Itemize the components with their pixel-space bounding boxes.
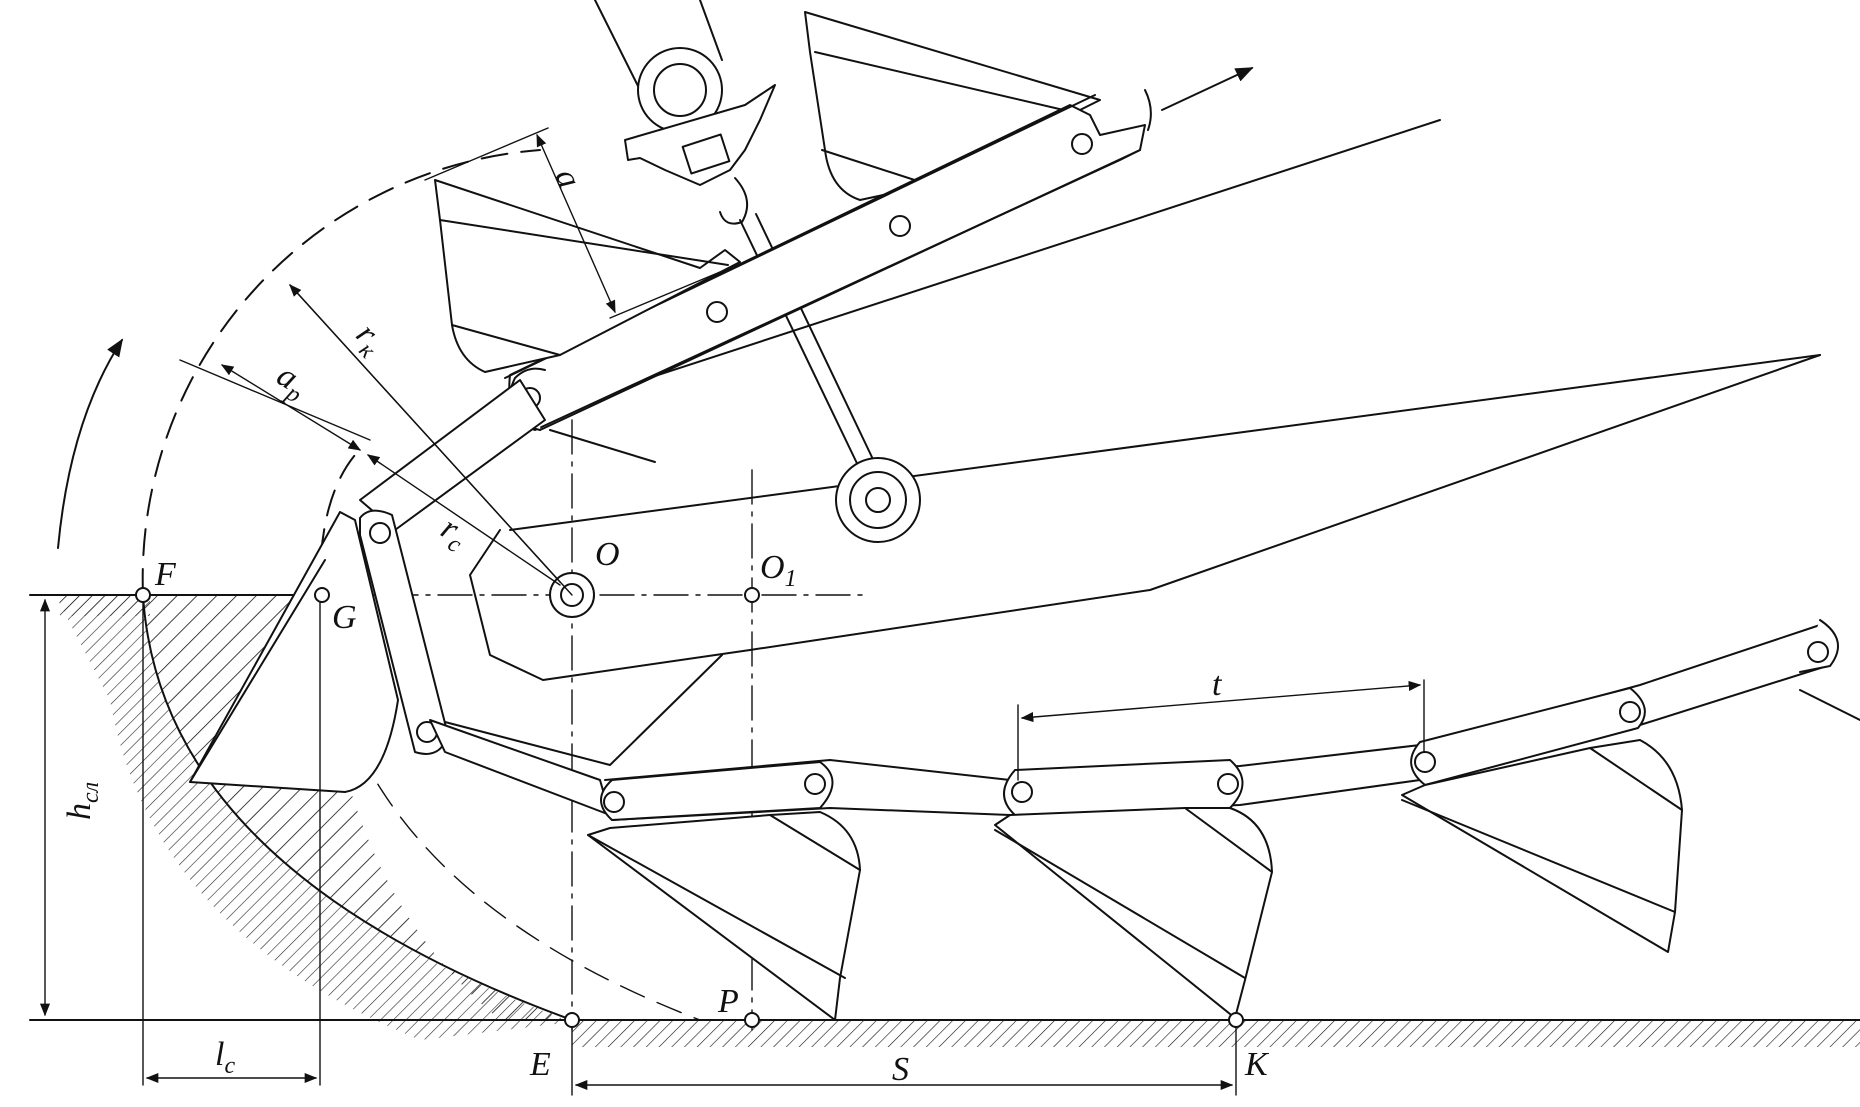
bucket-top-right-lip — [814, 51, 1086, 116]
boom-upper-line — [509, 354, 1821, 531]
points — [135, 587, 1244, 1028]
rope-right — [699, 0, 723, 61]
bucket-upper-left-inner — [451, 324, 561, 356]
upper-pin-2 — [706, 301, 728, 323]
label-O1: O1 — [760, 549, 797, 592]
point-O1 — [744, 587, 760, 603]
label-O: O — [595, 536, 620, 573]
radius-rk-arrow — [289, 284, 561, 583]
lower-pin-6 — [1619, 701, 1641, 723]
label-hsl: hсл — [61, 782, 104, 820]
suspension-rod — [594, 0, 921, 543]
boom-lower-outline — [469, 354, 1821, 681]
soil-left-hatch — [55, 595, 572, 1040]
label-O1-sub: 1 — [785, 566, 797, 592]
lower-pin-4 — [1217, 773, 1239, 795]
lower-chain — [600, 619, 1860, 821]
face-curve — [142, 594, 573, 1021]
lower-bucket-1-inner — [769, 814, 861, 871]
lower-bucket-2-inner — [1184, 807, 1273, 873]
lower-bucket-3-lip — [1401, 799, 1676, 913]
hook — [719, 177, 749, 225]
lower-chain-end — [1799, 689, 1860, 721]
label-rk: rк — [344, 316, 392, 364]
label-lc: lc — [215, 1036, 235, 1079]
hook-bracket — [624, 84, 776, 186]
upper-chain-bot — [539, 149, 1141, 431]
bucket-digging-edge — [189, 559, 326, 783]
rope-left — [594, 0, 641, 91]
lower-link-3 — [1410, 687, 1646, 786]
lower-chain-band-top — [604, 624, 1821, 781]
a-dim — [536, 133, 616, 314]
link-upper-diag — [359, 379, 546, 531]
t-dim — [1020, 680, 1422, 723]
label-rc: rc — [432, 509, 474, 558]
lower-pin-3 — [1011, 781, 1033, 803]
ap-ext-line — [179, 359, 371, 441]
lower-pin-7 — [1807, 641, 1829, 663]
label-S: S — [892, 1051, 909, 1088]
point-K — [1228, 1012, 1244, 1028]
label-O1-main: O — [760, 549, 785, 586]
lower-pin-2 — [804, 773, 826, 795]
rod-eye-inner — [865, 487, 891, 513]
bucket-top-right-inner — [821, 149, 931, 186]
label-hsl-sub: сл — [78, 782, 104, 803]
lower-link-2 — [1003, 759, 1244, 816]
label-G: G — [332, 599, 357, 636]
pin-left-top — [369, 522, 391, 544]
point-P — [744, 1012, 760, 1028]
upper-pin-4 — [1071, 133, 1093, 155]
lower-buckets — [587, 739, 1683, 1021]
top-surface-hatch — [60, 596, 150, 616]
label-a: a — [547, 163, 588, 194]
label-lc-main: l — [215, 1036, 224, 1073]
bucket-digging — [189, 511, 399, 793]
boom-lower-plate — [444, 654, 723, 766]
label-P: P — [717, 983, 739, 1020]
upper-pin-3 — [889, 215, 911, 237]
lower-link-1 — [600, 761, 834, 821]
lower-bucket-3-inner — [1589, 747, 1683, 811]
point-E — [564, 1012, 580, 1028]
sheave-inner — [653, 63, 707, 117]
hook-block — [681, 133, 731, 175]
lower-bucket-1-lip — [587, 834, 846, 979]
link-lower-diag — [429, 719, 611, 816]
outer-dashed-arc — [141, 149, 541, 596]
label-F: F — [154, 556, 177, 593]
chain-motion-arrow — [1161, 67, 1254, 111]
chain-end-cut — [1144, 89, 1152, 131]
bottom-dashed-arc — [319, 594, 701, 1021]
a-ext-bot — [609, 271, 721, 319]
label-t: t — [1212, 666, 1223, 703]
boom-inner-plate — [549, 429, 656, 463]
dimensions — [39, 127, 1425, 1096]
label-K: K — [1244, 1046, 1270, 1083]
ground-hatch — [572, 1021, 1860, 1047]
boom-frame — [444, 119, 1821, 766]
lower-bucket-2-lip — [994, 829, 1246, 979]
bucket-digging-body — [189, 511, 399, 793]
label-ap: ap — [267, 357, 314, 409]
label-lc-sub: c — [224, 1053, 235, 1079]
label-E: E — [529, 1046, 551, 1083]
radius-rc-line — [366, 454, 561, 586]
a-ext-top — [424, 127, 549, 181]
lower-pin-5 — [1414, 751, 1436, 773]
left-chain — [359, 379, 611, 816]
lower-pin-1 — [603, 791, 625, 813]
point-F — [135, 587, 151, 603]
point-G — [314, 587, 330, 603]
rotation-arrow — [57, 338, 123, 549]
boom-top-line — [519, 119, 1441, 421]
label-hsl-main: h — [61, 803, 98, 820]
ap-dim — [220, 364, 362, 451]
lower-bucket-1 — [587, 811, 861, 1021]
